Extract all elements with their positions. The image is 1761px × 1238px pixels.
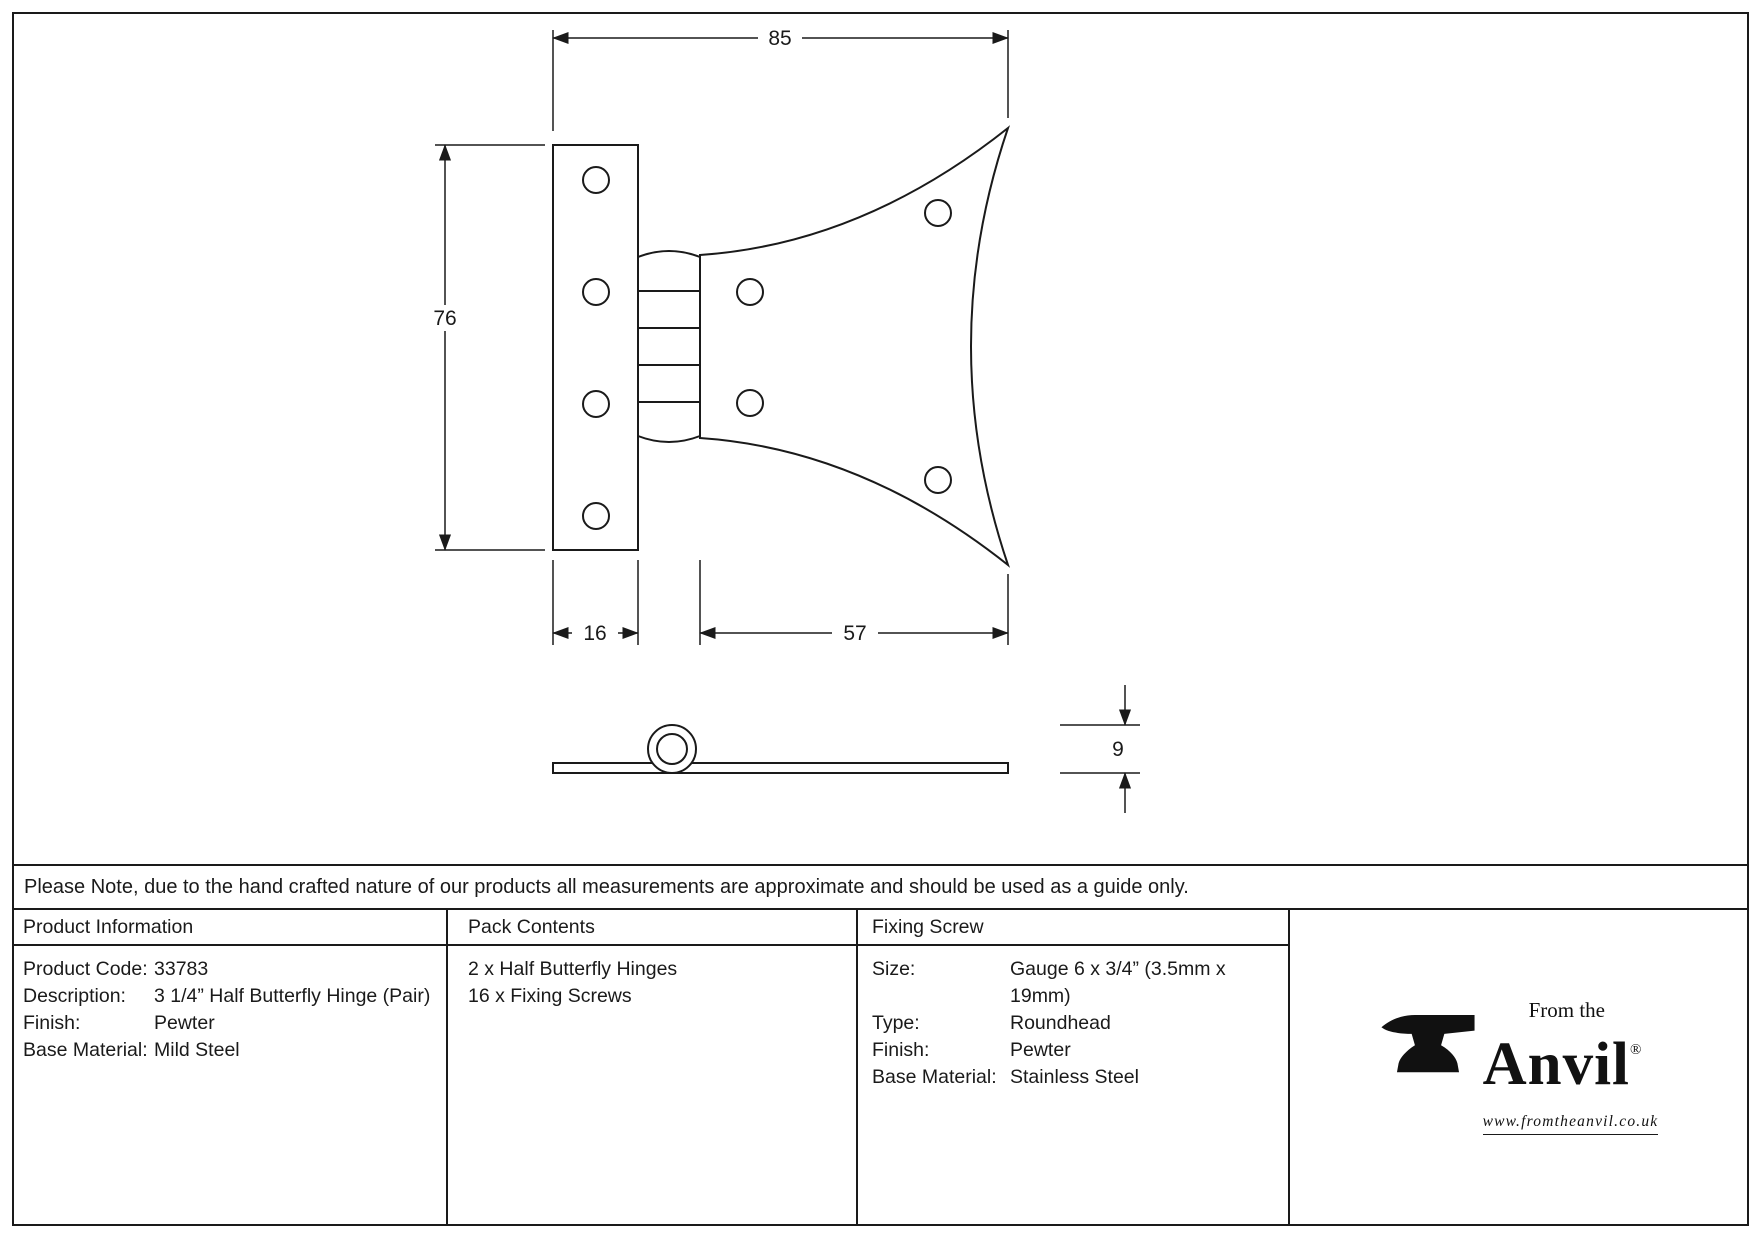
field-value: 3 1/4” Half Butterfly Hinge (Pair) — [154, 985, 431, 1007]
screw-hole — [924, 466, 952, 494]
field-value: 33783 — [154, 958, 209, 980]
field-label: Base Material: — [872, 1066, 997, 1088]
field-value: Pewter — [1010, 1039, 1071, 1061]
info-table: Product Information Product Code: 33783 … — [14, 908, 1747, 1224]
brand-logo: From the Anvil® www.fromtheanvil.co.uk — [1379, 999, 1659, 1135]
field-label: Finish: — [872, 1039, 930, 1061]
field-label: Type: — [872, 1012, 920, 1034]
drawing-sheet: 85 76 16 57 9 Please Note, due to the ha… — [12, 12, 1749, 1226]
field-label: Base Material: — [23, 1039, 148, 1061]
field-value: Roundhead — [1010, 1012, 1111, 1034]
logo-text: From the Anvil® www.fromtheanvil.co.uk — [1482, 998, 1659, 1135]
field-label: Description: — [23, 985, 126, 1007]
fixing-screw-column: Fixing Screw Size: Gauge 6 x 3/4” (3.5mm… — [858, 910, 1290, 1224]
technical-drawing: 85 76 16 57 9 — [421, 25, 1140, 813]
drawing-area: 85 76 16 57 9 — [14, 14, 1747, 864]
table-row: Base Material: Stainless Steel — [872, 1064, 1279, 1091]
table-row: Type: Roundhead — [872, 1010, 1279, 1037]
dim-thickness: 9 — [1112, 738, 1124, 761]
screw-hole — [582, 502, 610, 530]
pack-contents-header: Pack Contents — [448, 910, 856, 946]
side-view — [552, 724, 1009, 774]
fixing-screw-header: Fixing Screw — [858, 910, 1288, 946]
logo-name: Anvil — [1482, 1031, 1630, 1098]
dimension-labels: 85 76 16 57 9 — [421, 25, 1124, 761]
screw-hole — [736, 278, 764, 306]
table-row: Size: Gauge 6 x 3/4” (3.5mm x 19mm) — [872, 956, 1279, 1010]
table-row: Base Material: Mild Steel — [23, 1037, 437, 1064]
dim-overall-width: 85 — [768, 27, 791, 50]
logo-tagline: From the — [1528, 998, 1606, 1022]
dim-height: 76 — [433, 307, 456, 330]
front-view-leaf — [552, 144, 639, 551]
dim-leaf-width: 16 — [583, 622, 606, 645]
field-label: Finish: — [23, 1012, 81, 1034]
pack-item: 2 x Half Butterfly Hinges — [468, 958, 678, 980]
screw-hole — [924, 199, 952, 227]
dim-wing-width: 57 — [843, 622, 866, 645]
hinge-knuckle — [637, 250, 701, 443]
pack-contents-column: Pack Contents 2 x Half Butterfly Hinges … — [448, 910, 858, 1224]
logo-url: www.fromtheanvil.co.uk — [1482, 1113, 1659, 1135]
pack-item: 16 x Fixing Screws — [468, 985, 632, 1007]
field-value: Gauge 6 x 3/4” (3.5mm x 19mm) — [1010, 958, 1226, 1007]
brand-column: From the Anvil® www.fromtheanvil.co.uk — [1290, 910, 1747, 1224]
measurement-note: Please Note, due to the hand crafted nat… — [14, 864, 1747, 908]
table-row: Product Code: 33783 — [23, 956, 437, 983]
product-information-column: Product Information Product Code: 33783 … — [14, 910, 448, 1224]
barrel-pin — [656, 733, 688, 765]
table-row: Finish: Pewter — [23, 1010, 437, 1037]
registered-mark: ® — [1629, 1042, 1642, 1058]
front-view-butterfly-wing — [699, 125, 1011, 568]
anvil-icon — [1381, 1015, 1475, 1073]
screw-hole — [582, 166, 610, 194]
table-row: Description: 3 1/4” Half Butterfly Hinge… — [23, 983, 437, 1010]
field-label: Size: — [872, 958, 916, 980]
field-value: Pewter — [154, 1012, 215, 1034]
screw-hole — [582, 278, 610, 306]
logo-name-row: Anvil® — [1483, 1021, 1659, 1109]
table-row: Finish: Pewter — [872, 1037, 1279, 1064]
screw-hole — [582, 390, 610, 418]
field-label: Product Code: — [23, 958, 148, 980]
field-value: Mild Steel — [154, 1039, 240, 1061]
field-value: Stainless Steel — [1010, 1066, 1139, 1088]
screw-hole — [736, 389, 764, 417]
dimension-lines — [435, 30, 1140, 813]
product-information-header: Product Information — [14, 910, 446, 946]
